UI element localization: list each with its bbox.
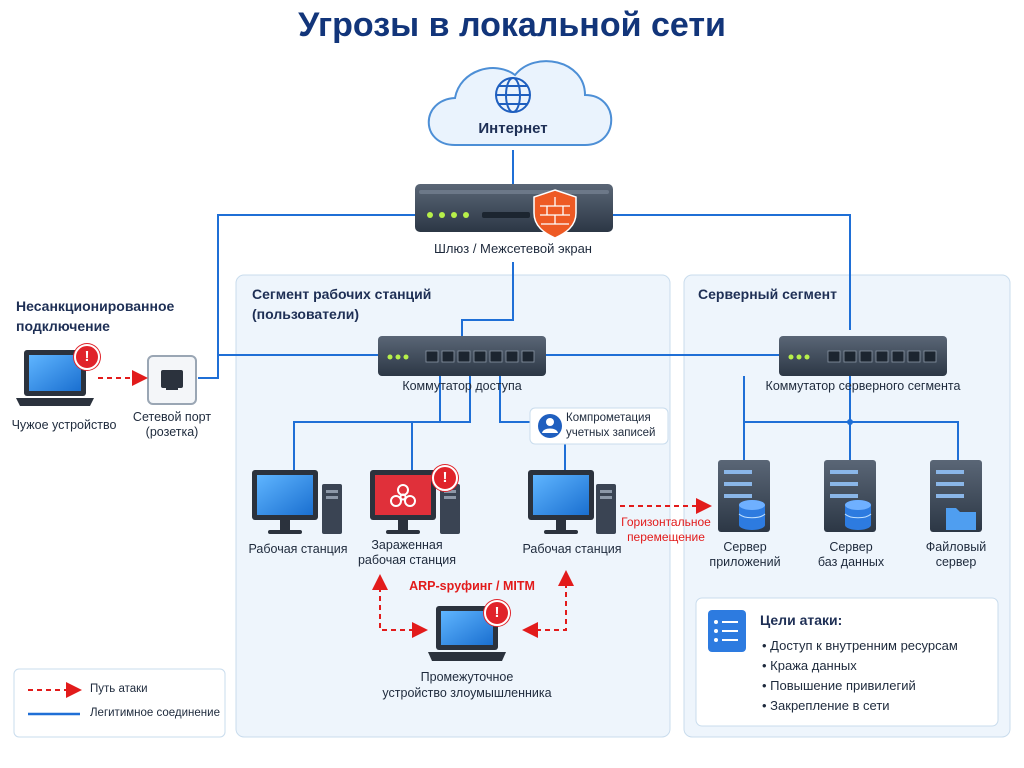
infected-label-1: Зараженная	[371, 538, 443, 552]
access-ws1-link	[293, 376, 441, 470]
goal-item-text: Доступ к внутренним ресурсам	[770, 638, 958, 653]
access-switch-device	[378, 336, 546, 376]
access-infected-link	[411, 376, 471, 470]
legend-legit-label: Легитимное соединение	[90, 707, 220, 719]
legend-attack-label: Путь атаки	[90, 683, 148, 695]
compromise-label-1: Компрометация	[566, 412, 651, 424]
file-server-label-1: Файловый	[925, 540, 987, 554]
legend-panel	[13, 668, 226, 738]
server-switch-label: Коммутатор серверного сегмента	[765, 379, 961, 393]
laptop-icon	[428, 606, 506, 661]
goal-item: • Доступ к внутренним ресурсам	[762, 638, 958, 653]
workstation-segment-heading-1: Сегмент рабочих станций	[252, 286, 432, 302]
page-title: Угрозы в локальной сети	[298, 6, 726, 44]
unauthorized-heading-2: подключение	[16, 318, 110, 334]
attack-arp-left	[372, 574, 428, 638]
server-switch-device	[779, 336, 947, 376]
goal-item: • Повышение привилегий	[762, 678, 916, 693]
file-server-label-2: сервер	[935, 555, 977, 569]
legit-links	[198, 150, 959, 470]
globe-icon	[495, 77, 531, 113]
biohazard-icon	[370, 470, 460, 534]
gateway-label: Шлюз / Межсетевой экран	[434, 241, 592, 256]
monitor-icon	[528, 470, 616, 534]
access-switch-label: Коммутатор доступа	[402, 379, 522, 393]
mitm-label-1: Промежуточное	[420, 670, 514, 684]
mitm-label-2: устройство злоумышленника	[382, 686, 552, 700]
monitor-icon	[252, 470, 342, 534]
goal-item-text: Повышение привилегий	[770, 678, 916, 693]
compromise-label-2: учетных записей	[566, 427, 656, 439]
lateral-label-2: перемещение	[627, 530, 705, 544]
attack-paths	[28, 370, 712, 698]
internet-label: Интернет	[478, 120, 548, 137]
attack-arp-right	[522, 570, 574, 638]
user-icon	[538, 414, 562, 438]
lateral-label-1: Горизонтальное	[621, 515, 711, 529]
foreign-device-label: Чужое устройство	[11, 418, 117, 432]
server-switch-file-link	[850, 421, 959, 460]
unauthorized-heading-1: Несанкционированное	[16, 298, 175, 314]
compromise-box	[529, 407, 669, 445]
gateway-left-link	[198, 214, 416, 379]
workstation-1-label: Рабочая станция	[248, 542, 348, 556]
folder-icon	[946, 508, 976, 530]
list-icon	[708, 610, 746, 652]
firewall-icon	[533, 189, 577, 239]
server-segment-heading: Серверный сегмент	[698, 286, 837, 302]
goal-item: • Закрепление в сети	[762, 698, 890, 713]
warning-icon: !	[484, 600, 510, 626]
goal-item: • Кража данных	[762, 658, 857, 673]
infected-label-2: рабочая станция	[357, 553, 457, 567]
warning-icon: !	[432, 465, 458, 491]
workstation-3-label: Рабочая станция	[522, 542, 622, 556]
db-server-label-1: Сервер	[829, 540, 873, 554]
laptop-icon	[16, 350, 94, 406]
gateway-device	[415, 184, 613, 232]
arp-label: ARP-spyфинг / MITM	[409, 579, 535, 593]
gateway-access-switch-link	[461, 262, 514, 338]
network-port-icon	[147, 355, 197, 405]
goals-panel	[695, 597, 999, 727]
gateway-right-link	[613, 214, 851, 330]
port-label-1: Сетевой порт	[132, 410, 212, 424]
workstation-segment-heading-2: (пользователи)	[252, 306, 359, 322]
database-icon	[738, 500, 766, 530]
database-icon	[844, 500, 872, 530]
app-server-label-2: приложений	[709, 555, 781, 569]
port-label-2: (розетка)	[145, 425, 199, 439]
app-server-label-1: Сервер	[723, 540, 767, 554]
goal-item-text: Закрепление в сети	[770, 698, 890, 713]
goal-item-text: Кража данных	[770, 658, 857, 673]
goals-heading: Цели атаки:	[760, 612, 843, 628]
warning-icon: !	[74, 344, 100, 370]
db-server-label-2: баз данных	[817, 555, 885, 569]
